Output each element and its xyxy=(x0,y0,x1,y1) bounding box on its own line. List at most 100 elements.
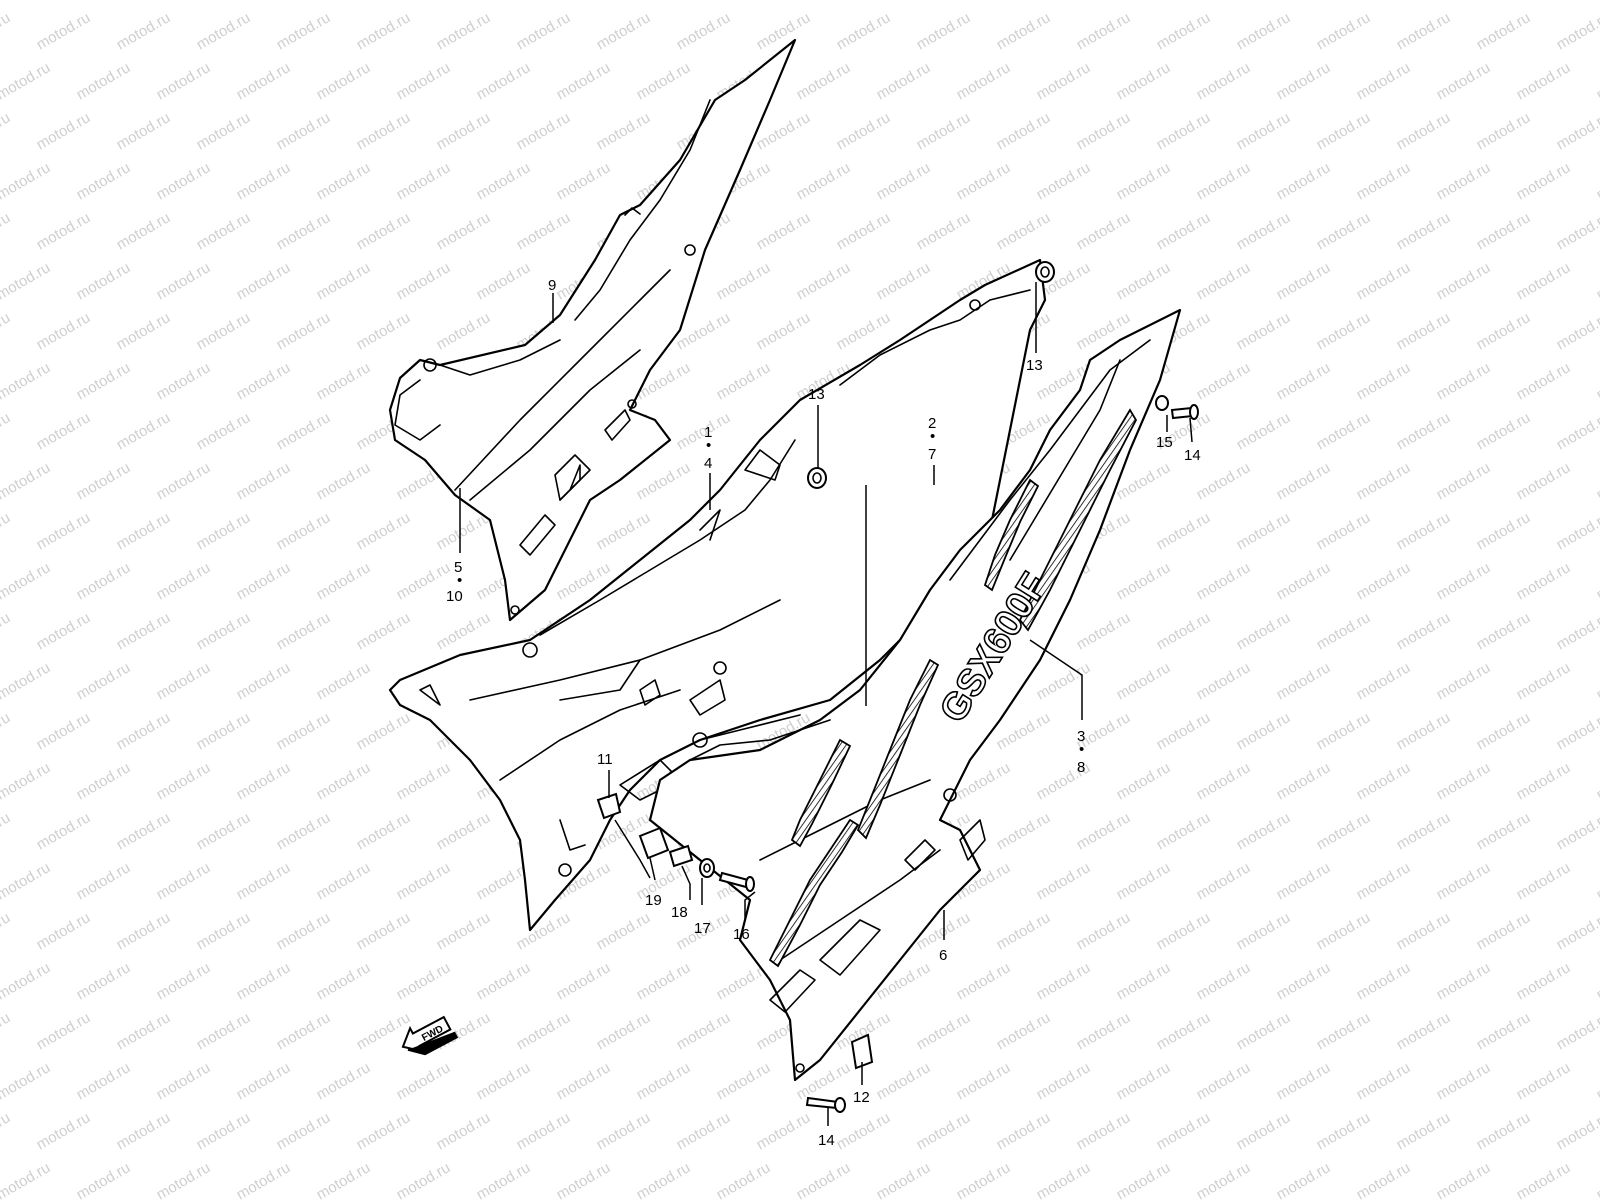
watermark-text: motod.ru xyxy=(1154,809,1214,853)
watermark-text: motod.ru xyxy=(1434,1159,1494,1200)
watermark-text: motod.ru xyxy=(554,959,614,1003)
watermark-text: motod.ru xyxy=(34,1009,94,1053)
callout-8: 8 xyxy=(1077,759,1085,776)
watermark-text: motod.ru xyxy=(1354,859,1414,903)
watermark-text: motod.ru xyxy=(1074,109,1134,153)
callout-6: 6 xyxy=(939,947,947,964)
collar-18 xyxy=(668,844,694,868)
watermark-text: motod.ru xyxy=(114,109,174,153)
watermark-text: motod.ru xyxy=(34,209,94,253)
watermark-text: motod.ru xyxy=(354,809,414,853)
watermark-text: motod.ru xyxy=(914,109,974,153)
watermark-text: motod.ru xyxy=(234,359,294,403)
watermark-text: motod.ru xyxy=(1154,109,1214,153)
watermark-text: motod.ru xyxy=(634,459,694,503)
callout-3: 3 xyxy=(1077,728,1085,745)
watermark-text: motod.ru xyxy=(1514,259,1574,303)
watermark-text: motod.ru xyxy=(834,309,894,353)
watermark-text: motod.ru xyxy=(1034,159,1094,203)
watermark-text: motod.ru xyxy=(114,609,174,653)
watermark-text: motod.ru xyxy=(234,859,294,903)
watermark-text: motod.ru xyxy=(1234,609,1294,653)
watermark-text: motod.ru xyxy=(1554,309,1600,353)
watermark-text: motod.ru xyxy=(794,159,854,203)
watermark-text: motod.ru xyxy=(0,209,13,253)
watermark-text: motod.ru xyxy=(1074,909,1134,953)
watermark-text: motod.ru xyxy=(514,1009,574,1053)
watermark-text: motod.ru xyxy=(314,559,374,603)
watermark-text: motod.ru xyxy=(634,1059,694,1103)
watermark-text: motod.ru xyxy=(1474,609,1534,653)
watermark-text: motod.ru xyxy=(1354,659,1414,703)
watermark-text: motod.ru xyxy=(474,1059,534,1103)
watermark-text: motod.ru xyxy=(1474,709,1534,753)
watermark-text: motod.ru xyxy=(434,1109,494,1153)
callout-4: 4 xyxy=(704,455,712,472)
watermark-text: motod.ru xyxy=(0,0,53,3)
watermark-text: motod.ru xyxy=(954,1059,1014,1103)
watermark-text: motod.ru xyxy=(594,109,654,153)
watermark-text: motod.ru xyxy=(114,809,174,853)
watermark-text: motod.ru xyxy=(1154,709,1214,753)
grommet-13-upper xyxy=(1035,261,1055,283)
watermark-text: motod.ru xyxy=(474,1159,534,1200)
watermark-text: motod.ru xyxy=(34,309,94,353)
watermark-text: motod.ru xyxy=(1514,0,1574,3)
watermark-text: motod.ru xyxy=(434,309,494,353)
watermark-text: motod.ru xyxy=(0,809,13,853)
watermark-text: motod.ru xyxy=(1474,109,1534,153)
watermark-text: motod.ru xyxy=(1234,909,1294,953)
watermark-text: motod.ru xyxy=(714,259,774,303)
watermark-text: motod.ru xyxy=(554,159,614,203)
watermark-text: motod.ru xyxy=(74,159,134,203)
watermark-text: motod.ru xyxy=(34,1109,94,1153)
watermark-text: motod.ru xyxy=(1034,1159,1094,1200)
grommet-13-middle xyxy=(807,467,827,489)
watermark-text: motod.ru xyxy=(0,509,13,553)
watermark-text: motod.ru xyxy=(194,109,254,153)
watermark-text: motod.ru xyxy=(1234,9,1294,53)
watermark-text: motod.ru xyxy=(1394,409,1454,453)
watermark-text: motod.ru xyxy=(0,959,53,1003)
watermark-text: motod.ru xyxy=(1314,509,1374,553)
watermark-text: motod.ru xyxy=(834,209,894,253)
watermark-text: motod.ru xyxy=(1514,459,1574,503)
watermark-text: motod.ru xyxy=(114,209,174,253)
watermark-text: motod.ru xyxy=(1514,1059,1574,1103)
watermark-text: motod.ru xyxy=(1274,259,1334,303)
watermark-text: motod.ru xyxy=(514,109,574,153)
watermark-text: motod.ru xyxy=(754,209,814,253)
watermark-text: motod.ru xyxy=(1434,759,1494,803)
watermark-text: motod.ru xyxy=(354,709,414,753)
watermark-text: motod.ru xyxy=(194,1009,254,1053)
watermark-text: motod.ru xyxy=(114,1109,174,1153)
watermark-text: motod.ru xyxy=(274,809,334,853)
watermark-text: motod.ru xyxy=(394,1059,454,1103)
watermark-text: motod.ru xyxy=(154,859,214,903)
watermark-text: motod.ru xyxy=(1034,59,1094,103)
watermark-text: motod.ru xyxy=(0,459,53,503)
watermark-text: motod.ru xyxy=(554,1059,614,1103)
watermark-text: motod.ru xyxy=(914,1009,974,1053)
watermark-text: motod.ru xyxy=(714,0,774,3)
watermark-text: motod.ru xyxy=(1074,9,1134,53)
watermark-text: motod.ru xyxy=(154,259,214,303)
watermark-text: motod.ru xyxy=(354,109,414,153)
watermark-text: motod.ru xyxy=(154,0,214,3)
callout-11: 11 xyxy=(597,751,613,768)
watermark-text: motod.ru xyxy=(1434,959,1494,1003)
watermark-text: motod.ru xyxy=(34,609,94,653)
watermark-text: motod.ru xyxy=(154,59,214,103)
watermark-text: motod.ru xyxy=(1354,559,1414,603)
watermark-text: motod.ru xyxy=(1434,1059,1494,1103)
watermark-text: motod.ru xyxy=(114,709,174,753)
watermark-text: motod.ru xyxy=(794,59,854,103)
watermark-text: motod.ru xyxy=(314,459,374,503)
watermark-text: motod.ru xyxy=(1514,559,1574,603)
watermark-text: motod.ru xyxy=(1274,959,1334,1003)
callout-9: 9 xyxy=(548,277,556,294)
watermark-text: motod.ru xyxy=(1514,659,1574,703)
watermark-text: motod.ru xyxy=(994,909,1054,953)
watermark-text: motod.ru xyxy=(0,759,53,803)
watermark-text: motod.ru xyxy=(194,409,254,453)
